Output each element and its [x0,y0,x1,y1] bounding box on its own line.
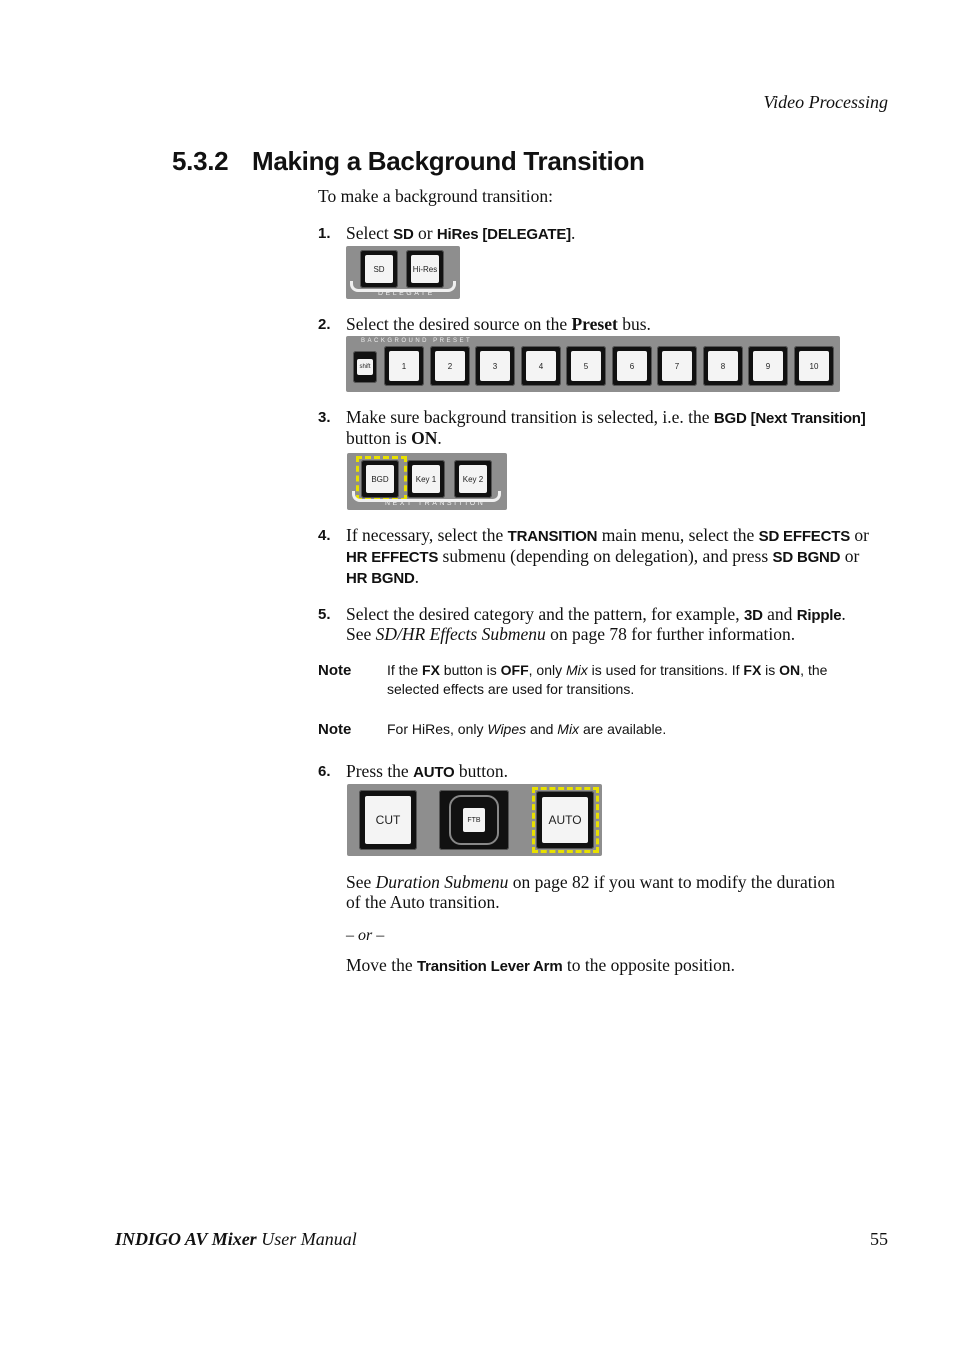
step-4-line-2: HR EFFECTS submenu (depending on delegat… [346,546,860,566]
background-preset-panel: BACKGROUND PRESET shift 1 2 3 4 5 6 7 8 … [346,336,840,392]
preset-button-3[interactable]: 3 [475,346,515,386]
preset-button-10[interactable]: 10 [794,346,834,386]
step-number-1: 1. [318,225,331,242]
shift-button[interactable]: shift [353,351,377,383]
see-duration-line-1: See Duration Submenu on page 82 if you w… [346,872,835,892]
note-1-line-1: If the FX button is OFF, only Mix is use… [387,662,828,678]
preset-button-1[interactable]: 1 [384,346,424,386]
cut-button[interactable]: CUT [359,790,417,850]
step-1-text: Select SD or HiRes [DELEGATE]. [346,223,576,243]
section-number: 5.3.2 [172,146,229,176]
next-transition-bracket [352,491,501,502]
preset-button-6[interactable]: 6 [612,346,652,386]
ftb-button[interactable]: FTB [439,790,509,850]
delegate-panel: SD Hi-Res DELEGATE [346,246,460,299]
step-4-line-3: HR BGND. [346,567,419,587]
step-number-3: 3. [318,409,331,426]
step-number-2: 2. [318,316,331,333]
or-separator: – or – [346,927,385,944]
running-header: Video Processing [763,92,888,112]
step-number-4: 4. [318,527,331,544]
link-sd-hr-effects[interactable]: SD/HR Effects Submenu [375,624,546,644]
ftb-ring [449,795,499,845]
note-1-line-2: selected effects are used for transition… [387,681,635,697]
step-5-line-2: See SD/HR Effects Submenu on page 78 for… [346,624,796,644]
see-duration-line-2: of the Auto transition. [346,892,500,912]
move-lever-text: Move the Transition Lever Arm to the opp… [346,955,736,975]
note-2-text: For HiRes, only Wipes and Mix are availa… [387,721,667,737]
note-label-2: Note [318,721,352,738]
preset-label: BACKGROUND PRESET [361,338,473,344]
preset-button-8[interactable]: 8 [703,346,743,386]
delegate-bracket [350,281,456,292]
link-duration-submenu[interactable]: Duration Submenu [375,872,509,892]
step-6-text: Press the AUTO button. [346,761,508,781]
preset-button-4[interactable]: 4 [521,346,561,386]
delegate-label: DELEGATE [378,290,435,297]
auto-button[interactable]: AUTO [536,791,594,849]
step-5-line-1: Select the desired category and the patt… [346,604,846,624]
step-3-line-1: Make sure background transition is selec… [346,407,866,427]
auto-highlight [532,787,599,853]
preset-button-9[interactable]: 9 [748,346,788,386]
hires-button[interactable]: Hi-Res [406,250,444,288]
step-number-5: 5. [318,606,331,623]
footer-title: INDIGO AV Mixer User Manual [115,1229,357,1249]
bgd-button[interactable]: BGD [361,460,399,498]
section-heading: 5.3.2 Making a Background Transition [172,146,645,177]
preset-button-7[interactable]: 7 [657,346,697,386]
intro-text: To make a background transition: [318,186,553,206]
step-3-line-2: button is ON. [346,428,442,448]
key1-button[interactable]: Key 1 [407,460,445,498]
preset-button-2[interactable]: 2 [430,346,470,386]
note-label-1: Note [318,662,352,679]
preset-button-5[interactable]: 5 [566,346,606,386]
step-2-text: Select the desired source on the Preset … [346,314,651,334]
section-title: Making a Background Transition [252,146,645,176]
page-number: 55 [870,1229,888,1249]
transition-control-panel: CUT FTB AUTO [347,784,602,856]
step-4-line-1: If necessary, select the TRANSITION main… [346,525,869,545]
step-number-6: 6. [318,763,331,780]
next-transition-label: NEXT TRANSITION [385,500,486,507]
key2-button[interactable]: Key 2 [454,460,492,498]
next-transition-panel: BGD Key 1 Key 2 NEXT TRANSITION [347,453,507,510]
sd-button[interactable]: SD [360,250,398,288]
